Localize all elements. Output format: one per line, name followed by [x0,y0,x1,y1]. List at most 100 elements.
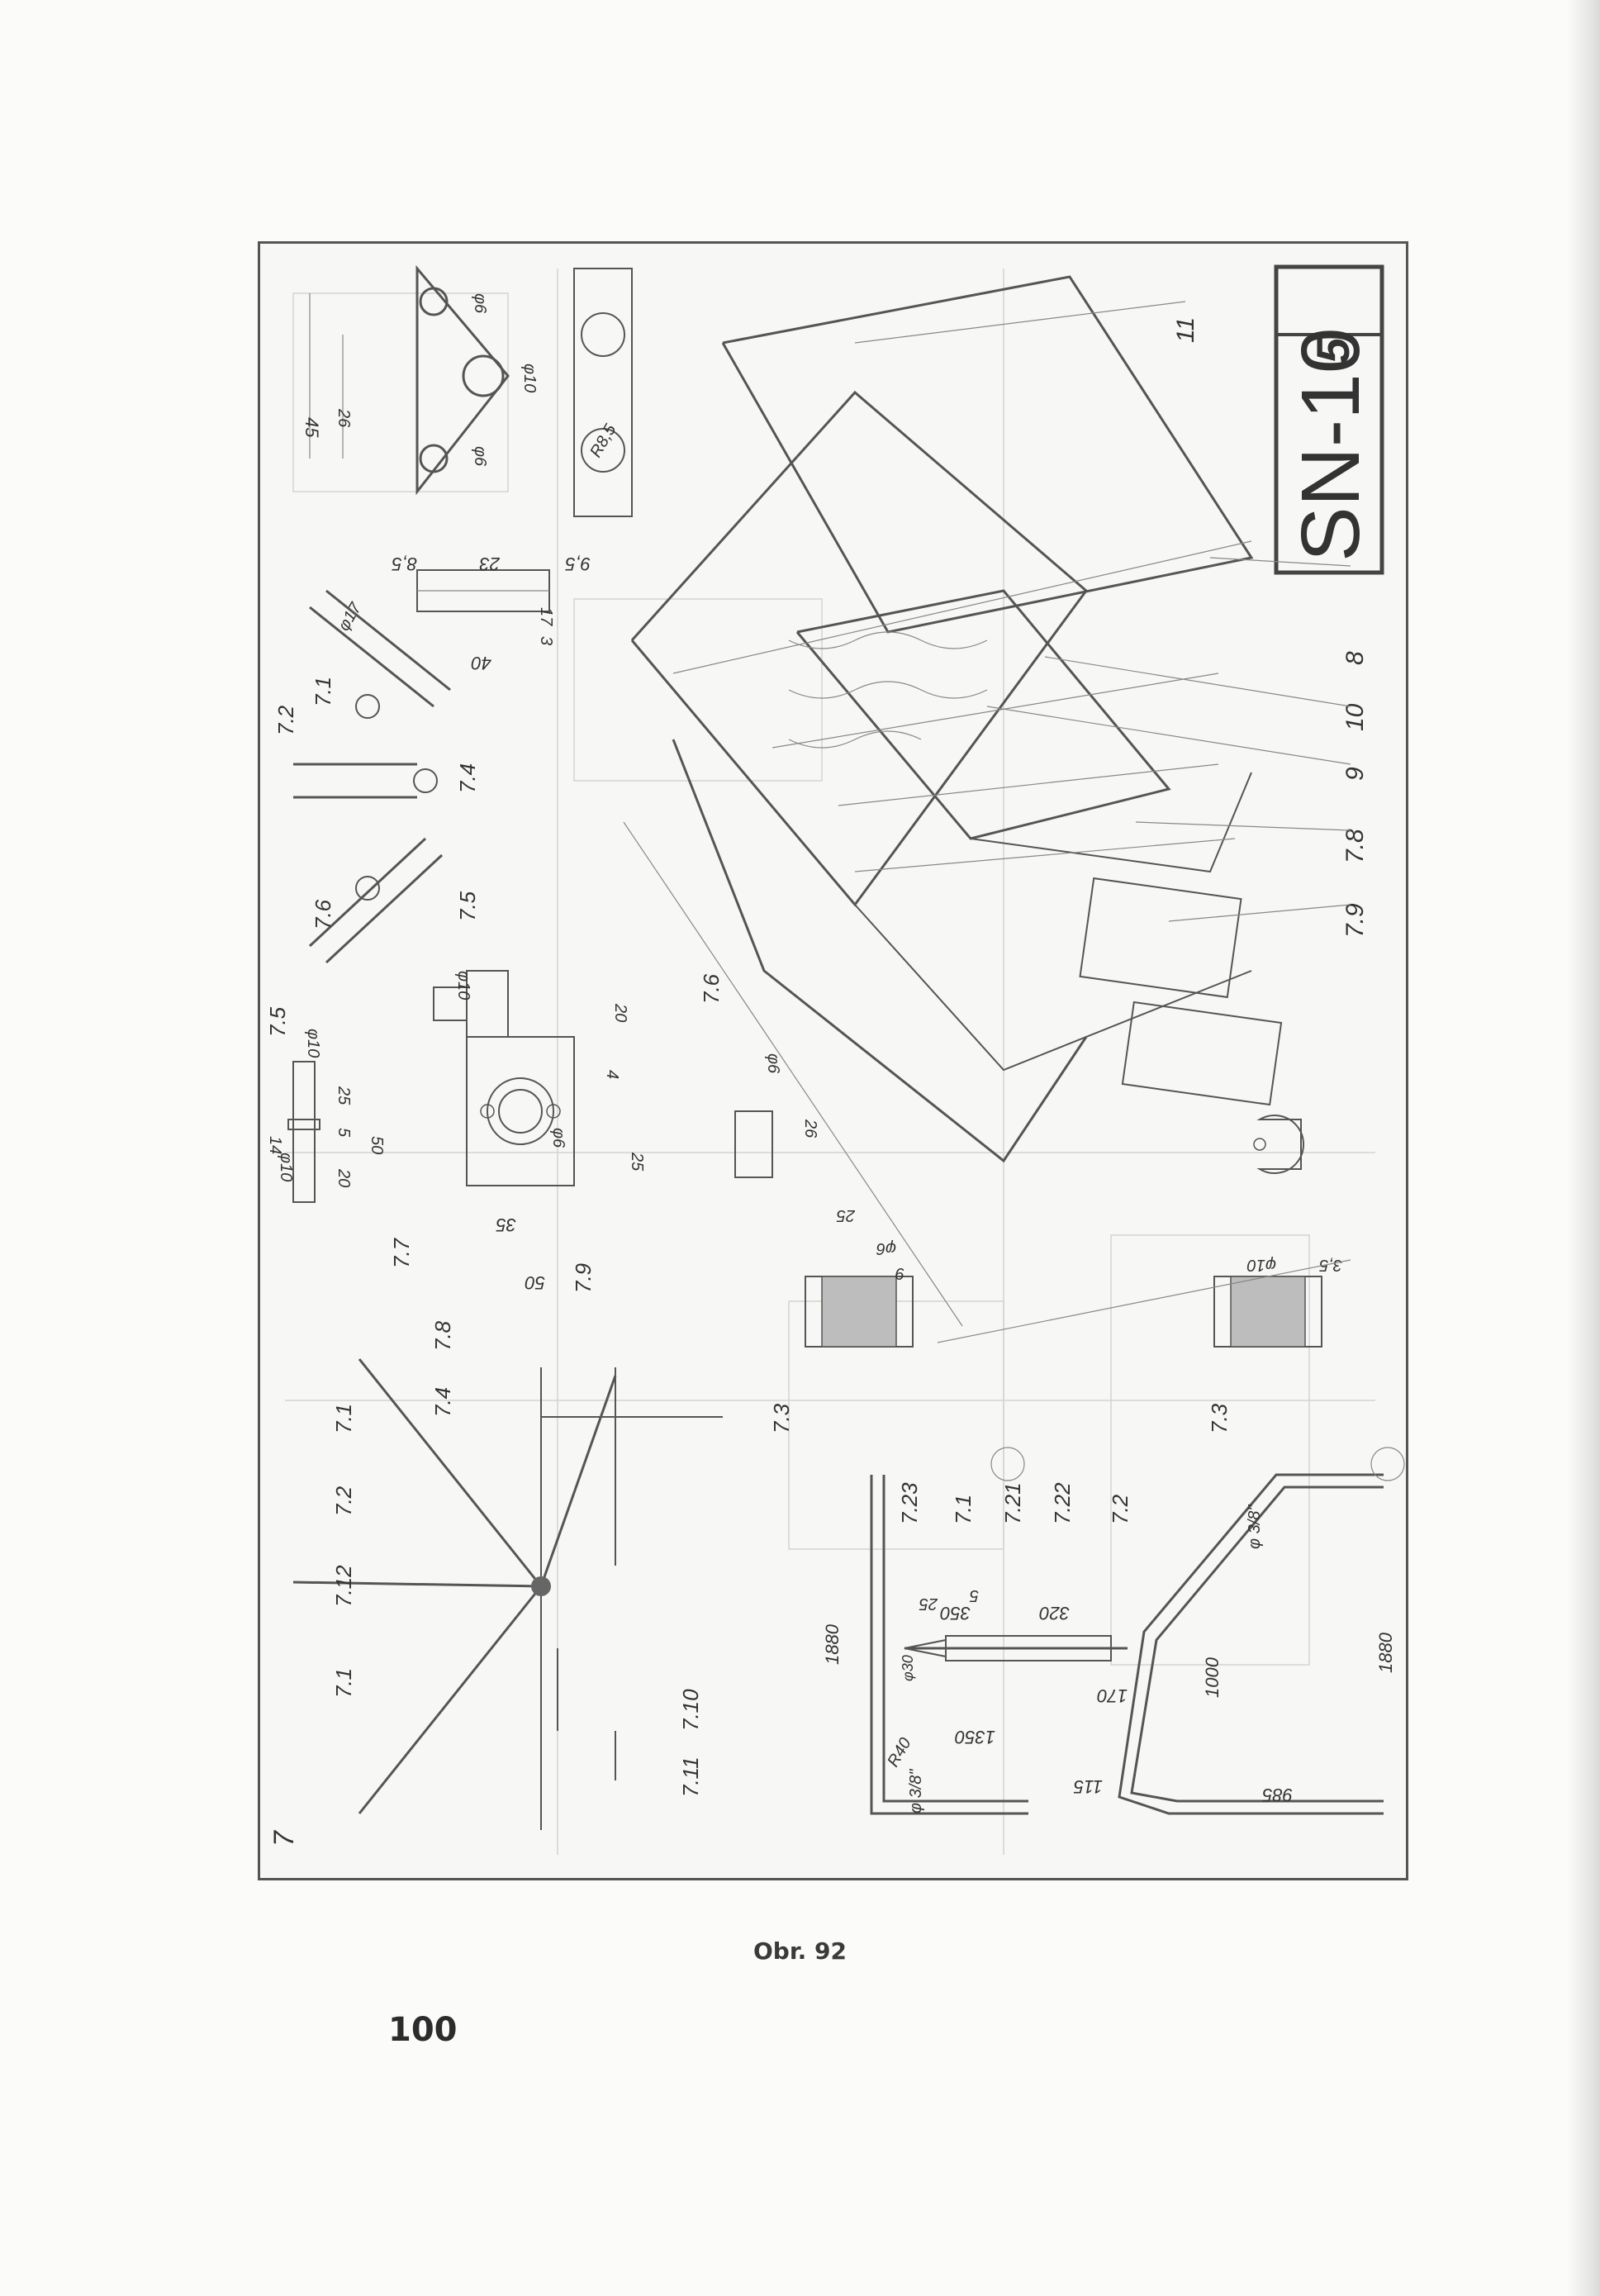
label-7-3-left: 7.3 [769,1403,794,1433]
frame-side-view: 7 7.1 7.12 7.2 7.1 7.4 7.8 7.9 7.10 7.11… [268,1153,723,1847]
dim-1880-left: 1880 [822,1623,843,1665]
dim-1350: 1350 [954,1727,995,1747]
section-7-3-details: 25 φ6 9 7.3 φ10 3,5 7.3 [769,1115,1342,1433]
dim-45: 45 [301,417,322,438]
dim-phi6-block: φ6 [549,1128,567,1148]
dim-350: 350 [940,1603,971,1623]
label-7-22: 7.22 [1050,1482,1075,1524]
dim-r40: R40 [884,1735,914,1771]
label-7-9-side: 7.9 [571,1263,596,1293]
dim-phi6-bottom: φ6 [471,446,489,467]
dim-1880-right: 1880 [1375,1632,1396,1673]
label-7-9-right: 7.9 [1341,903,1369,938]
label-7-6-joint: 7.6 [311,899,335,929]
label-7-5-joint: 7.5 [455,891,480,921]
technical-drawing-plate: 5 SN-10 11 8 10 9 7.8 7.9 [258,241,1408,1880]
dim-25-pin: 25 [335,1086,353,1105]
dim-phi10-sec: φ10 [1247,1256,1276,1274]
isometric-frame-assembly [630,275,1283,1163]
dim-r8-5: R8,5 [586,421,620,460]
sleeve-section-detail: 8,5 23 9,5 17 3 40 φ17 [335,554,591,673]
label-7-6-block: 7.6 [699,973,724,1004]
sheet-number: 5 [1307,337,1359,364]
block-detail: φ6 35 50 φ10 4 20 25 7.7 7.6 φ6 26 [389,970,819,1293]
label-7-21: 7.21 [1000,1482,1025,1524]
dim-1000: 1000 [1202,1657,1223,1698]
dim-phi10-bracket: φ10 [520,364,539,392]
label-7-1-a: 7.1 [331,1668,356,1698]
figure-caption: Obr. 92 [753,1937,847,1965]
dim-phi10-frame: φ10 [277,1153,295,1181]
ghost-background-lines [285,269,1375,1855]
dim-26-small: 26 [801,1119,819,1138]
dim-25-block: 25 [628,1152,646,1172]
label-7-7: 7.7 [389,1237,414,1268]
label-7-12: 7.12 [331,1565,356,1607]
dim-4-block: 4 [603,1070,621,1079]
label-7-23: 7.23 [897,1482,922,1524]
label-8: 8 [1341,651,1369,665]
u-frame-drawing: 1880 1880 1350 350 320 170 1000 115 985 … [822,1447,1405,1815]
dim-17: 17 [537,607,555,626]
label-7-3-right: 7.3 [1207,1403,1232,1433]
dim-320: 320 [1039,1603,1070,1623]
label-9: 9 [1341,767,1369,781]
dim-5-uframe: 5 [969,1586,979,1604]
dim-25-uframe: 25 [919,1595,938,1613]
label-7-1-joint: 7.1 [311,677,335,706]
dim-115: 115 [1073,1776,1103,1797]
label-7-8-right: 7.8 [1341,829,1369,863]
label-7-8-side: 7.8 [430,1320,455,1351]
dim-20-pin: 20 [335,1168,353,1187]
label-11: 11 [1172,317,1199,343]
dim-985: 985 [1262,1785,1293,1805]
title-block: 5 SN-10 [1274,264,1384,575]
dim-8-5: 8,5 [392,554,417,574]
label-7-10: 7.10 [678,1689,703,1731]
label-7-2-uframe: 7.2 [1108,1494,1132,1524]
dim-25-sec-left: 25 [836,1206,856,1224]
dim-phi30: φ30 [900,1655,916,1681]
dim-50-block: 50 [525,1272,545,1293]
label-7-2-joint: 7.2 [273,705,298,735]
dim-phi17: φ17 [335,599,365,634]
dim-35: 35 [496,1215,516,1235]
dim-phi10-block: φ10 [454,971,472,1000]
dim-phi6-small: φ6 [764,1053,782,1074]
drawing-canvas: 5 SN-10 11 8 10 9 7.8 7.9 [265,264,1405,1855]
label-7-2-a: 7.2 [331,1486,356,1516]
drawing-code: SN-10 [1284,328,1377,562]
dim-50-pin: 50 [368,1136,386,1154]
dim-phi10-pin: φ10 [304,1029,322,1058]
label-7-4-side: 7.4 [430,1387,455,1417]
dim-phi3-8-left: φ 3/8" [907,1769,925,1814]
page-number: 100 [388,2011,458,2049]
label-7-1-b: 7.1 [331,1404,356,1433]
dim-3-5-sec: 3,5 [1318,1256,1342,1274]
triangular-bracket-detail: 45 26 φ6 φ10 φ6 R8,5 [301,264,633,517]
right-edge-part-labels: 11 8 10 9 7.8 7.9 [1172,317,1369,938]
dim-23: 23 [479,554,501,574]
dim-9-sec: 9 [895,1264,904,1282]
dim-14-pin: 14 [266,1136,284,1154]
book-spine-shadow [1567,0,1600,2296]
leader-lines [623,301,1351,1343]
label-7-4-joint: 7.4 [455,763,480,793]
dim-3: 3 [537,636,555,645]
dim-26: 26 [335,408,353,428]
label-7-5-pin: 7.5 [265,1006,290,1037]
label-7-11: 7.11 [678,1756,703,1797]
dim-5-pin: 5 [335,1128,353,1138]
dim-9-5: 9,5 [565,554,591,574]
label-7-1-uframe: 7.1 [951,1495,976,1524]
dim-170: 170 [1097,1685,1128,1706]
dim-phi6-top: φ6 [471,293,489,314]
label-assembly-7: 7 [268,1830,300,1847]
pin-detail: 7.5 φ10 25 5 20 50 14 [265,1006,386,1203]
label-10: 10 [1341,703,1369,731]
dim-phi6-sec: φ6 [876,1239,896,1257]
dim-20-block: 20 [611,1003,629,1022]
dim-phi3-8-right: φ 3/8" [1246,1505,1264,1549]
tube-joint-detail: 7.2 7.1 7.6 7.4 7.5 [273,589,480,964]
